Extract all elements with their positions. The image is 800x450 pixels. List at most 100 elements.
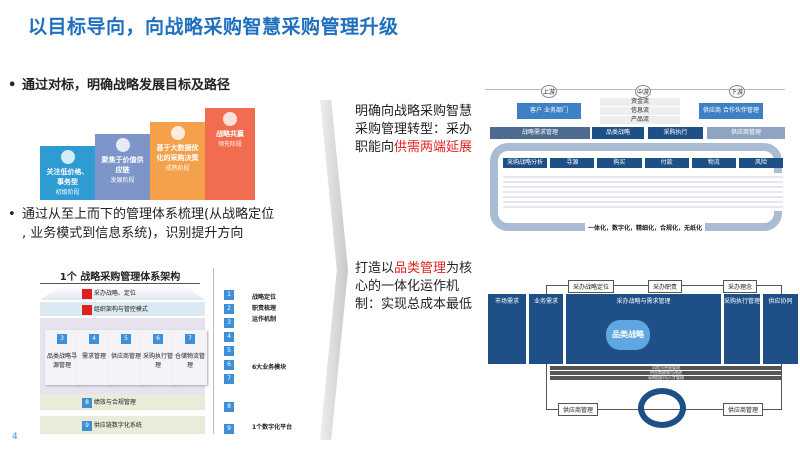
label: 采购组织与人才管理 [550, 376, 782, 380]
decor: 战略定位职责梳理运作机制 [252, 292, 276, 325]
label: 供需两端延展 [394, 140, 473, 155]
label: 1个数字化平台 [252, 424, 293, 431]
decor [60, 150, 75, 164]
category-strategy-cloud: 品类战略 [606, 320, 650, 350]
label: 8 [82, 398, 92, 408]
decor [115, 138, 130, 152]
label: 明确向战略采购智慧采购管理转型：采办职能向 [355, 104, 473, 155]
statement-category: 打造以品类管理为核心的一体化运作机制：实现总成本最低 [355, 260, 483, 314]
label: 资金流 [600, 98, 680, 106]
label: 领先阶段 [217, 141, 242, 148]
label: 6 [153, 334, 163, 344]
decor: 1 采办战略、定位 [82, 288, 136, 299]
label: 6大业务模块 [252, 364, 287, 371]
label: 运作机制 [252, 316, 277, 323]
label: 上游 [541, 85, 558, 98]
label: 为核心的一体化运作机制：实现总成本最低 [355, 261, 473, 312]
decor [170, 126, 185, 140]
label: 付款 [644, 158, 689, 168]
label: 寻源 [550, 158, 595, 168]
maturity-staircase: 关注低价格、事务型初级阶段 聚焦于价值供应链发展阶段 基于大数据优化的采购决策成… [40, 108, 255, 200]
label: 仓储物流管理 [174, 353, 205, 369]
label: 9 [82, 421, 92, 431]
label: 市场需求 [488, 294, 526, 364]
decor [40, 286, 205, 300]
label: 供应商 合作伙伴管理 [699, 103, 763, 119]
page-number: 4 [12, 432, 18, 442]
label: 7 [185, 334, 195, 344]
decor [503, 173, 783, 211]
label: 品类管理 [394, 261, 447, 276]
label: 组织架构与管控模式 [93, 306, 148, 313]
label: 通过对标，明确战略发展目标及路径 [22, 78, 231, 93]
label: 4 [89, 334, 99, 344]
label: 聚焦于价值供应链 [101, 156, 144, 174]
label: 成熟阶段 [165, 165, 190, 172]
supply-chain-flow-diagram: 上游 中游 下游 客户 业务部门 供应商 合作伙伴管理 资金流 信息流 产品流 … [485, 85, 785, 235]
label: 供应商绩效与改进 [550, 371, 782, 375]
bullet-system: •通过从至上而下的管理体系梳理(从战略定位 , 业务模式到信息系统)，识别提升方… [8, 205, 338, 243]
chevron-arrow-icon [320, 100, 348, 440]
label: 购买 [597, 158, 642, 168]
decor: 聚焦于价值供应链发展阶段 [95, 134, 150, 200]
label: 战略需求管理 [490, 127, 590, 139]
label: 8 [224, 402, 234, 412]
label: 供应商管理 [707, 127, 785, 139]
statement-transformation: 明确向战略采购智慧采购管理转型：采办职能向供需两端延展 [355, 103, 483, 157]
label: 职责梳理 [252, 305, 277, 312]
label: 6 [224, 360, 234, 370]
decor: 基于大数据优化的采购决策成熟阶段 [150, 122, 205, 200]
decor: 2 组织架构与管控模式 [40, 302, 205, 316]
decor: 6 采购执行管理 [141, 330, 175, 385]
label: 打造以 [355, 261, 395, 276]
label: 关注低价格、事务型 [46, 168, 89, 186]
label: 采办战略、定位 [93, 290, 136, 297]
label: 初级阶段 [55, 189, 80, 196]
bullet-benchmark: • 通过对标，明确战略发展目标及路径 [8, 76, 230, 95]
label: 供应链数字化系统 [93, 422, 142, 429]
label: 采购战略分析 [503, 158, 548, 168]
label: , 业务模式到信息系统)，识别提升方向 [22, 226, 244, 241]
label: 供应商管理 [110, 353, 141, 360]
label: 采办职责 [648, 280, 683, 293]
label: 供应商管理 [558, 403, 599, 416]
label: 1 [224, 290, 234, 300]
label: 采办理念 [723, 280, 758, 293]
label: 需求管理 [81, 353, 106, 360]
label: 信息流 [600, 107, 680, 115]
label: 4 [224, 332, 234, 342]
label: 5 [224, 346, 234, 356]
label: 2 [224, 304, 234, 314]
label: 一体化，数字化，精细化，合规化，无纸化 [585, 223, 706, 232]
label: 下游 [729, 85, 746, 98]
operating-model-diagram: 采办战略定位 采办职责 采办理念 市场需求 业务需求 采办战略与需求管理 采购执… [488, 280, 798, 440]
cycle-icon [638, 388, 686, 428]
label: 1个 战略采购管理体系架构 [40, 268, 200, 284]
label: 基于大数据优化的采购决策 [156, 144, 199, 162]
label: 品类战略 [592, 127, 644, 139]
label: 3 [57, 334, 67, 344]
label: 业务需求 [529, 294, 563, 364]
label: 2 [82, 305, 92, 315]
label: 风险与合规管理 [550, 366, 782, 370]
decor: 战略共赢领先阶段 [205, 108, 255, 200]
label: 供应协同 [763, 294, 798, 364]
page-title: 以目标导向，向战略采购智慧采购管理升级 [28, 16, 399, 38]
label: 采购执行 [648, 127, 703, 139]
label: 采购执行管理 [142, 353, 173, 369]
label: 品类战略寻源管理 [46, 353, 77, 369]
label: 风险 [738, 158, 784, 168]
label: 采办战略定位 [568, 280, 615, 293]
decor: 采购战略分析寻源购买付款物流风险 [503, 158, 784, 168]
label: 通过从至上而下的管理体系梳理(从战略定位 [22, 207, 275, 222]
decor [213, 268, 221, 434]
label: 客户 业务部门 [517, 103, 581, 119]
label: 战略共赢 [216, 130, 244, 138]
decor: • [8, 78, 17, 93]
label: 9 [224, 424, 234, 434]
decor: 4 需求管理 [77, 330, 111, 385]
label: 采购执行管理 [724, 294, 760, 364]
label: 3 [224, 318, 234, 328]
